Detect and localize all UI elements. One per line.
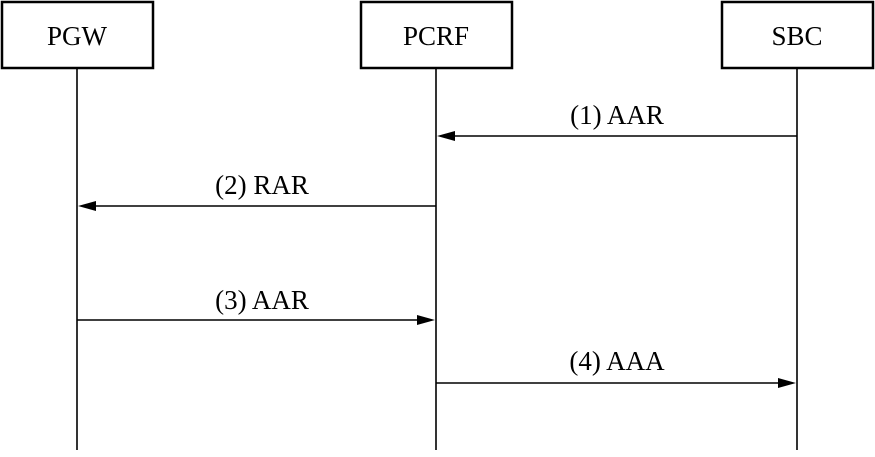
- message-4-label: (4) AAA: [569, 346, 665, 376]
- pcrf-label: PCRF: [403, 21, 469, 51]
- pgw-label: PGW: [47, 21, 108, 51]
- sbc-box: [720, 0, 875, 70]
- message-3-arrowhead: [417, 315, 435, 325]
- message-1-label: (1) AAR: [570, 100, 664, 130]
- participant-sbc: SBC: [720, 0, 875, 70]
- message-1: (1) AAR: [437, 100, 797, 141]
- pcrf-box: [359, 0, 514, 70]
- message-2-arrowhead: [78, 201, 96, 211]
- message-3: (3) AAR: [77, 285, 435, 325]
- participant-pcrf: PCRF: [359, 0, 514, 70]
- pgw-box: [0, 0, 155, 70]
- sbc-label: SBC: [771, 21, 822, 51]
- participant-pgw: PGW: [0, 0, 155, 70]
- message-4: (4) AAA: [436, 346, 796, 388]
- message-4-arrowhead: [778, 378, 796, 388]
- message-2-label: (2) RAR: [215, 170, 309, 200]
- message-2: (2) RAR: [78, 170, 436, 211]
- message-1-arrowhead: [437, 131, 455, 141]
- message-3-label: (3) AAR: [215, 285, 309, 315]
